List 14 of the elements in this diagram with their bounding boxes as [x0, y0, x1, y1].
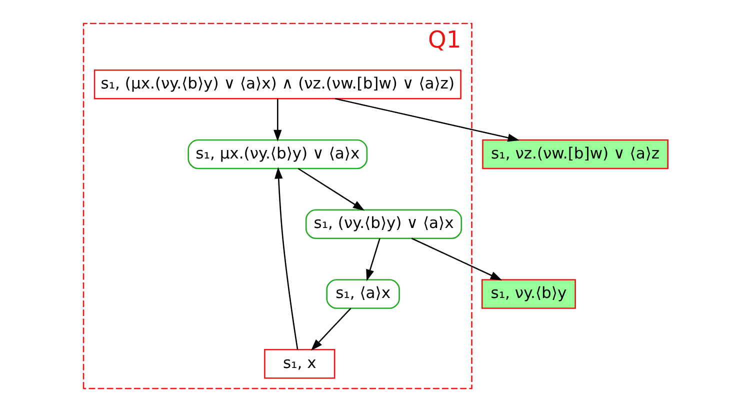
arrow	[366, 238, 380, 282]
arrow	[273, 98, 282, 142]
node-box: s₁, (νy.⟨b⟩y) ∨ ⟨a⟩x	[304, 209, 462, 239]
node-box: s₁, ⟨a⟩x	[326, 279, 400, 309]
arrow	[310, 308, 351, 351]
node-box: s₁, νz.(νw.[b]w) ∨ ⟨a⟩z	[482, 139, 668, 170]
node-box: s₁, x	[264, 349, 335, 379]
node-box: s₁, νy.⟨b⟩y	[480, 279, 576, 309]
node-box: s₁, μx.(νy.⟨b⟩y) ∨ ⟨a⟩x	[187, 139, 368, 170]
arrow	[334, 98, 519, 142]
arrow	[274, 167, 298, 350]
arrow	[410, 238, 502, 280]
arrow	[297, 168, 364, 211]
node-box: s₁, (μx.(νy.⟨b⟩y) ∨ ⟨a⟩x) ∧ (νz.(νw.[b]w) ∨ ⟨a⟩z)	[93, 69, 461, 100]
